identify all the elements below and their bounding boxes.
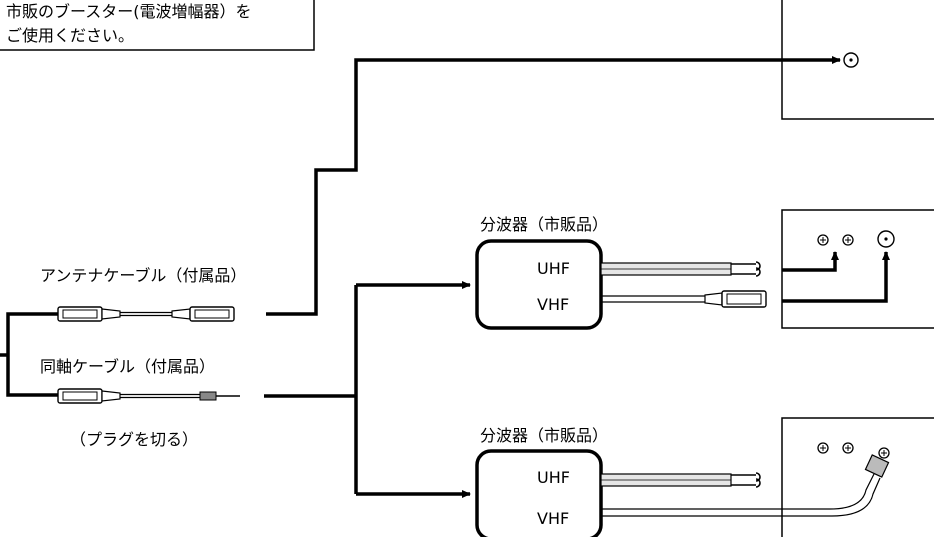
antenna-cable: [57, 306, 235, 322]
note-line-1: 市販のブースター(電波増幅器）を: [6, 2, 251, 21]
splitter-2-uhf: UHF: [537, 468, 570, 487]
coax-cable-label: 同軸ケーブル（付属品）: [40, 357, 215, 376]
splitter-1-vhf: VHF: [537, 295, 569, 314]
splitter-1-uhf: UHF: [537, 259, 570, 278]
cut-plug-label: （プラグを切る）: [70, 430, 198, 449]
coax-cable: [57, 388, 240, 404]
screw-terminal-icon-bottom: [817, 442, 854, 454]
note-line-2: ご使用ください。: [6, 26, 134, 45]
splitter-2-vhf-cable: [601, 473, 881, 517]
arrow-vhf-to-jack: [782, 251, 890, 303]
device-box-bottom: [781, 417, 934, 537]
wire-coax: [264, 285, 358, 494]
splitter-1-box: [475, 239, 603, 330]
screw-terminal-icon: [817, 234, 854, 246]
wire-antenna-to-top: [266, 56, 841, 316]
splitter-2-vhf: VHF: [537, 509, 569, 528]
splitter-1-title: 分波器（市販品）: [480, 215, 608, 234]
splitter-2-uhf-feeder: [600, 472, 761, 488]
f-connector-icon: [864, 447, 890, 478]
coax-jack-icon-middle: [877, 230, 895, 248]
arrow-uhf-to-terminal: [782, 251, 839, 272]
note-box: [0, 0, 315, 51]
coax-jack-icon: [843, 52, 859, 68]
splitter-2-title: 分波器（市販品）: [480, 426, 608, 445]
left-bracket: [0, 312, 58, 397]
antenna-cable-label: アンテナケーブル（付属品）: [40, 266, 246, 285]
splitter-1-vhf-cable: [601, 290, 767, 308]
splitter-2-box: [475, 449, 603, 537]
splitter-1-uhf-feeder: [600, 261, 761, 277]
